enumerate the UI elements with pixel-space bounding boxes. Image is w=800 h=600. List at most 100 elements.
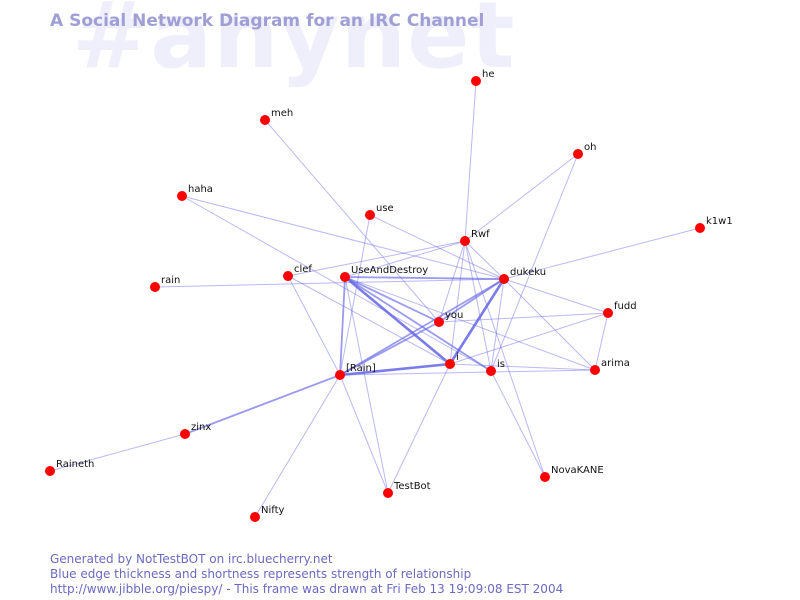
node-label-clef: clef — [294, 264, 312, 275]
node-label-haha: haha — [188, 184, 213, 195]
node-label-NovaKANE: NovaKANE — [551, 465, 604, 476]
node-dot-he — [471, 76, 481, 86]
node-label-use: use — [376, 203, 394, 214]
edge-haha-dukeku — [181, 195, 505, 280]
node-NovaKANE: NovaKANE — [540, 465, 604, 482]
node-label-dukeku: dukeku — [510, 267, 546, 278]
node-he: he — [471, 69, 495, 86]
edge-UseAndDestroy-Rain — [339, 276, 346, 376]
footer: Generated by NotTestBOT on irc.bluecherr… — [50, 552, 563, 597]
edge-Rain-Nifty — [254, 374, 341, 518]
edge-UseAndDestroy-Rwf — [344, 240, 466, 278]
node-Rwf: Rwf — [460, 229, 490, 246]
node-you: you — [434, 310, 463, 327]
edge-UseAndDestroy-TestBot — [344, 276, 389, 494]
node-label-arima: arima — [601, 358, 630, 369]
edge-Rain-TestBot — [339, 374, 389, 494]
node-label-Rain: [Rain] — [346, 363, 376, 374]
node-dot-Raineth — [45, 466, 55, 476]
node-label-Nifty: Nifty — [261, 505, 285, 516]
edge-UseAndDestroy-you — [344, 276, 440, 323]
edges-layer — [49, 80, 701, 518]
node-label-i: i — [456, 352, 459, 363]
edge-rain-dukeku — [154, 278, 505, 288]
node-dot-you — [434, 317, 444, 327]
edge-use-Rain — [339, 214, 371, 376]
edge-dukeku-is — [490, 278, 505, 372]
edge-dukeku-Rain — [339, 278, 505, 376]
node-dot-clef — [283, 271, 293, 281]
node-fudd: fudd — [603, 301, 637, 318]
node-label-k1w1: k1w1 — [706, 216, 733, 227]
node-Rain: [Rain] — [335, 363, 376, 380]
node-dot-meh — [260, 115, 270, 125]
node-label-Raineth: Raineth — [56, 459, 94, 470]
node-dot-k1w1 — [695, 223, 705, 233]
edge-UseAndDestroy-is — [344, 276, 492, 372]
node-zinx: zinx — [180, 422, 211, 439]
edge-Rwf-is — [464, 240, 492, 372]
node-arima: arima — [590, 358, 630, 375]
edge-fudd-arima — [594, 312, 609, 371]
node-oh: oh — [573, 142, 596, 159]
node-TestBot: TestBot — [383, 481, 431, 498]
node-dot-Nifty — [250, 512, 260, 522]
node-dot-NovaKANE — [540, 472, 550, 482]
edge-clef-Rain — [287, 275, 341, 376]
edge-use-dukeku — [369, 214, 505, 280]
edge-meh-you — [264, 119, 440, 323]
edge-Rain-zinx — [184, 374, 341, 435]
edge-UseAndDestroy-dukeku — [344, 276, 505, 280]
edge-Rwf-i — [449, 240, 466, 365]
edge-clef-i — [287, 275, 451, 365]
node-haha: haha — [177, 184, 213, 201]
node-label-zinx: zinx — [191, 422, 211, 433]
footer-generated-by: Generated by NotTestBOT on irc.bluecherr… — [50, 552, 333, 566]
edge-fudd-i — [449, 312, 609, 365]
node-Raineth: Raineth — [45, 459, 94, 476]
footer-legend-note: Blue edge thickness and shortness repres… — [50, 567, 472, 581]
node-dot-is — [486, 366, 496, 376]
node-meh: meh — [260, 108, 293, 125]
node-dot-Rain — [335, 370, 345, 380]
node-use: use — [365, 203, 394, 220]
node-dot-dukeku — [499, 274, 509, 284]
edge-dukeku-fudd — [503, 278, 609, 314]
edge-dukeku-i — [448, 277, 506, 366]
edge-fudd-you — [438, 312, 609, 323]
node-is: is — [486, 359, 505, 376]
edge-oh-Rwf — [464, 153, 579, 242]
node-dot-haha — [177, 191, 187, 201]
node-label-rain: rain — [161, 275, 180, 286]
edge-UseAndDestroy-i — [343, 275, 452, 366]
node-dot-use — [365, 210, 375, 220]
node-label-TestBot: TestBot — [393, 481, 431, 492]
footer-url-timestamp: http://www.jibble.org/piespy/ - This fra… — [50, 582, 564, 596]
edge-Rwf-dukeku — [464, 240, 505, 280]
edge-you-Rain — [339, 321, 440, 376]
node-dot-rain — [150, 282, 160, 292]
node-label-meh: meh — [271, 108, 293, 119]
node-Nifty: Nifty — [250, 505, 285, 522]
edge-Rain-arima — [339, 369, 596, 376]
node-label-UseAndDestroy: UseAndDestroy — [351, 265, 428, 276]
edge-UseAndDestroy-arima — [344, 276, 596, 371]
edge-k1w1-dukeku — [503, 227, 701, 280]
edge-clef-Rwf — [287, 240, 466, 277]
node-k1w1: k1w1 — [695, 216, 733, 233]
edge-i-Rain — [338, 362, 452, 377]
node-UseAndDestroy: UseAndDestroy — [340, 265, 428, 282]
node-dot-zinx — [180, 429, 190, 439]
node-dot-TestBot — [383, 488, 393, 498]
node-dot-oh — [573, 149, 583, 159]
node-label-Rwf: Rwf — [471, 229, 490, 240]
edge-he-Rwf — [464, 80, 477, 242]
node-i: i — [445, 352, 459, 369]
node-rain: rain — [150, 275, 180, 292]
edge-zinx-Raineth — [49, 433, 186, 472]
edge-oh-is — [490, 153, 579, 372]
node-label-he: he — [482, 69, 495, 80]
